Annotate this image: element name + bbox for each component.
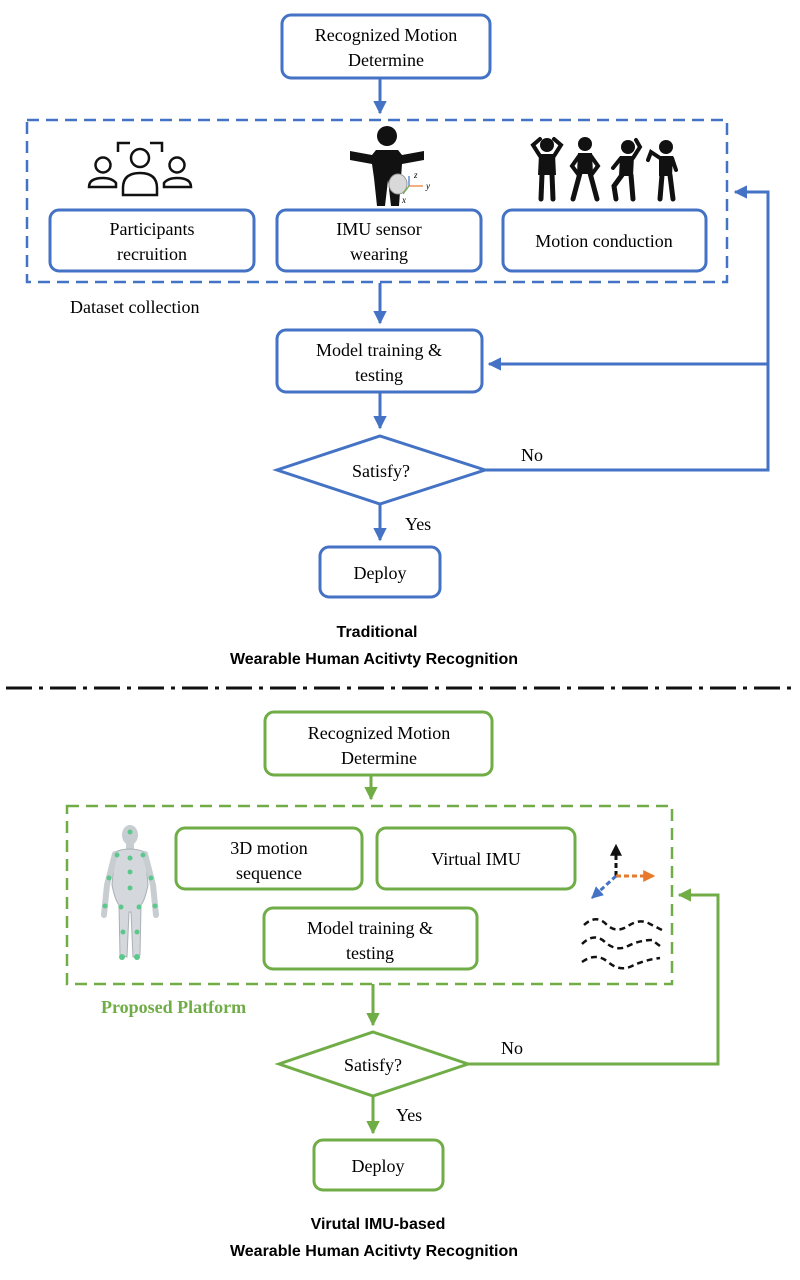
proposed-flow: Recognized Motion Determine bbox=[65, 710, 720, 1260]
trad-no-loop-to-dataset bbox=[485, 185, 770, 472]
trad-deploy-label: Deploy bbox=[354, 563, 407, 583]
prop-deploy-label: Deploy bbox=[352, 1156, 405, 1176]
participants-group-icon bbox=[87, 141, 193, 197]
3d-motion-sequence-box: 3D motion sequence bbox=[174, 826, 364, 891]
trad-recognize-line1: Recognized Motion bbox=[315, 25, 457, 45]
prop-deploy-box: Deploy bbox=[312, 1138, 445, 1192]
dataset-collection-label: Dataset collection bbox=[70, 297, 199, 317]
trad-training-line2: testing bbox=[355, 365, 403, 385]
prop-training-line2: testing bbox=[346, 943, 394, 963]
trad-recognize-line2: Determine bbox=[348, 50, 424, 70]
tpose-person-imu-icon: z y x bbox=[350, 126, 430, 206]
trad-satisfy-label: Satisfy? bbox=[352, 461, 410, 481]
prop-recognize-line2: Determine bbox=[341, 748, 417, 768]
3d-body-model-icon bbox=[101, 825, 159, 960]
prop-caption-line1: Virutal IMU-based bbox=[311, 1216, 446, 1233]
trad-caption-line1: Traditional bbox=[337, 624, 418, 641]
imu-signal-waves-icon bbox=[581, 918, 663, 970]
participants-recruition-box: Participants recruition bbox=[48, 208, 256, 273]
motion-poses-icon bbox=[530, 137, 678, 202]
prop-caption-line2: Wearable Human Acitivty Recognition bbox=[230, 1243, 518, 1260]
virtual-imu-label: Virtual IMU bbox=[431, 849, 520, 869]
motion3d-line1: 3D motion bbox=[230, 838, 308, 858]
trad-no-label: No bbox=[521, 445, 543, 465]
prop-recognize-box: Recognized Motion Determine bbox=[263, 710, 494, 777]
imu-wearing-line1: IMU sensor bbox=[336, 219, 422, 239]
trad-deploy-box: Deploy bbox=[318, 545, 442, 599]
imu-sensor-wearing-box: IMU sensor wearing bbox=[275, 208, 483, 273]
virtual-imu-box: Virtual IMU bbox=[375, 826, 577, 891]
proposed-platform-label: Proposed Platform bbox=[101, 997, 246, 1017]
prop-platform-container bbox=[65, 804, 674, 986]
prop-no-label: No bbox=[501, 1038, 523, 1058]
imu-axis-y: y bbox=[425, 181, 430, 191]
motion-conduction-box: Motion conduction bbox=[501, 208, 708, 273]
imu-axis-z: z bbox=[413, 170, 418, 180]
prop-training-line1: Model training & bbox=[307, 918, 433, 938]
prop-no-loop-to-platform bbox=[468, 888, 720, 1066]
imu-axis-x: x bbox=[401, 195, 406, 205]
trad-satisfy-diamond: Satisfy? bbox=[272, 434, 490, 506]
prop-recognize-line1: Recognized Motion bbox=[308, 723, 450, 743]
participants-line1: Participants bbox=[110, 219, 195, 239]
trad-training-line1: Model training & bbox=[316, 340, 442, 360]
motion-conduction-label: Motion conduction bbox=[535, 231, 673, 251]
trad-yes-label: Yes bbox=[405, 514, 431, 534]
xyz-axes-icon bbox=[590, 843, 656, 900]
trad-training-box: Model training & testing bbox=[275, 328, 484, 394]
body-sensor-dots bbox=[102, 829, 158, 960]
imu-wearing-line2: wearing bbox=[350, 244, 408, 264]
prop-satisfy-label: Satisfy? bbox=[344, 1055, 402, 1075]
motion3d-line2: sequence bbox=[236, 863, 302, 883]
trad-recognize-box: Recognized Motion Determine bbox=[280, 13, 492, 80]
participants-line2: recruition bbox=[117, 244, 187, 264]
prop-training-box: Model training & testing bbox=[262, 906, 479, 971]
trad-dataset-container bbox=[25, 118, 729, 284]
prop-satisfy-diamond: Satisfy? bbox=[274, 1030, 473, 1098]
traditional-flow: Recognized Motion Determine z y bbox=[25, 13, 770, 668]
trad-caption-line2: Wearable Human Acitivty Recognition bbox=[230, 651, 518, 668]
prop-yes-label: Yes bbox=[396, 1105, 422, 1125]
